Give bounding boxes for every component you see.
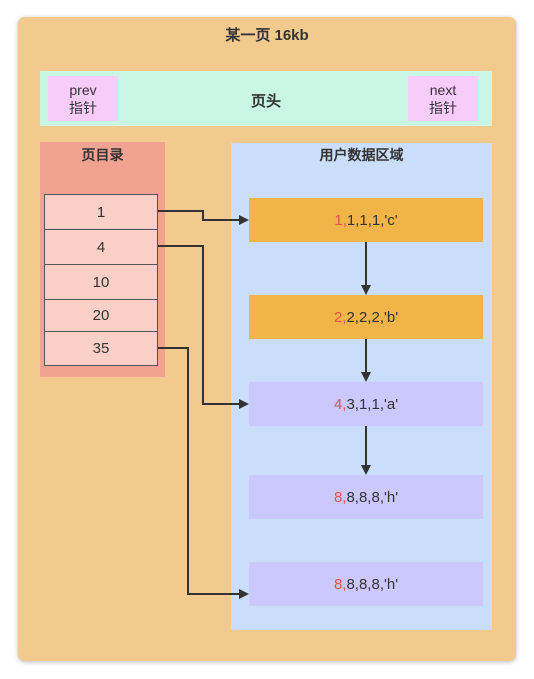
record: 1,1,1,1,'c' [249,198,483,242]
slot-1-pointer-arrow [158,210,249,225]
record-values: 8,8,8,'h' [346,575,399,593]
next-pointer-line2: 指针 [429,99,457,116]
record-values: 3,1,1,'a' [346,395,399,413]
record-values: 2,2,2,'b' [346,308,399,326]
prev-pointer-line1: prev [69,81,97,98]
directory-slot: 35 [44,331,158,366]
user-data-area-title: 用户数据区域 [319,147,404,163]
slot-35-pointer-arrow [158,347,249,599]
page-header-label: 页头 [250,93,281,110]
record-key: 8, [333,575,347,593]
next-pointer-line1: next [429,81,457,98]
record-key: 2, [333,308,347,326]
directory-slot: 20 [44,299,158,332]
record-key: 4, [333,395,347,413]
page-title: 某一页 16kb [225,27,309,44]
next-pointer: next 指针 [408,76,478,121]
record-key: 1, [334,211,347,229]
record: 8,8,8,8,'h' [249,562,483,606]
record-values: 1,1,1,'c' [346,211,398,229]
prev-pointer: prev 指针 [48,76,118,121]
record: 2,2,2,2,'b' [249,295,483,339]
directory-slot: 1 [44,194,158,230]
record-values: 8,8,8,'h' [346,488,399,506]
prev-pointer-line2: 指针 [69,99,97,116]
record-key: 8, [333,488,347,506]
slot-4-pointer-arrow [158,245,249,409]
record: 4,3,1,1,'a' [249,382,483,426]
page-directory-title: 页目录 [81,147,124,163]
record: 8,8,8,8,'h' [249,475,483,519]
